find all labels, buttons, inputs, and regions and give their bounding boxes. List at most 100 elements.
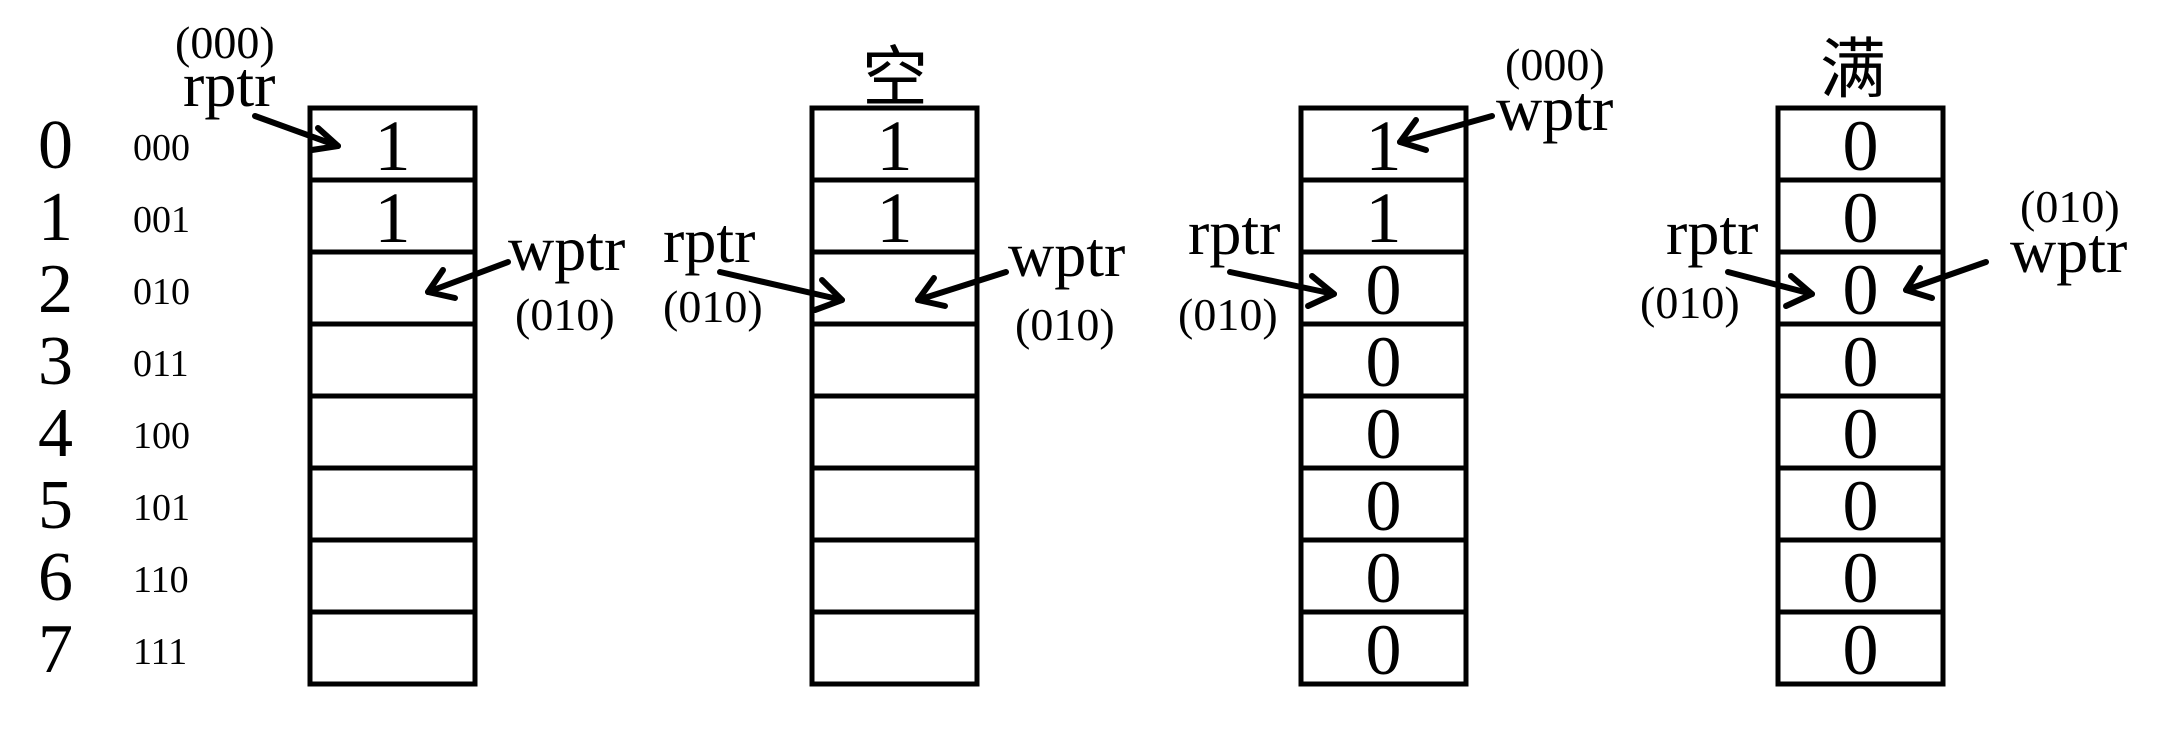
row-index: 7 [38,611,73,688]
diagram-1-pointers: (000) rptr wptr (010) [175,17,625,340]
diagram-4-pointers: 满 rptr (010) (010) wptr [1640,31,2127,328]
rptr-arrowhead [1305,273,1337,309]
memory-cell [1298,609,1469,687]
memory-cell [1775,537,1946,615]
rptr-arrowhead [309,125,341,153]
memory-cell [809,609,980,687]
rptr-arrow [252,113,341,149]
rptr-label: rptr [183,49,275,120]
binary-address: 000 [133,127,190,169]
memory-cell [307,609,478,687]
memory-cell-value: 1 [877,106,913,186]
rptr-address: (000) [175,17,275,68]
memory-cell-value: 0 [1366,538,1402,618]
binary-address: 100 [133,415,190,457]
binary-address: 011 [133,343,189,385]
memory-cell-value: 0 [1366,394,1402,474]
memory-cell [307,249,478,327]
rptr-arrowhead [812,277,845,313]
memory-cell-value: 0 [1843,178,1879,258]
rptr-address: (010) [1640,277,1740,328]
rptr-arrow [1725,269,1815,297]
binary-address: 101 [133,487,190,529]
rptr-address: (010) [663,281,763,332]
rptr-label: rptr [663,205,755,276]
rptr-arrowhead [1783,273,1815,309]
memory-cell [1298,465,1469,543]
wptr-label: wptr [2010,215,2127,286]
memory-cell-value: 1 [1366,106,1402,186]
wptr-label: wptr [508,213,625,284]
row-index: 2 [38,251,73,328]
rptr-arrow [717,269,845,303]
empty-title: 空 [862,39,928,116]
wptr-arrow [1397,113,1495,145]
memory-cell [1298,393,1469,471]
wptr-arrow [915,269,1009,303]
wptr-label: wptr [1496,73,1613,144]
memory-cell-value: 0 [1366,466,1402,546]
rptr-label: rptr [1666,197,1758,268]
wptr-address: (010) [515,289,615,340]
row-index: 5 [38,467,73,544]
memory-cell [809,465,980,543]
memory-cell [809,393,980,471]
wptr-arrowhead [915,275,948,309]
memory-cell [307,537,478,615]
memory-cell [1775,321,1946,399]
binary-address: 111 [133,631,187,673]
memory-cell-value: 0 [1366,250,1402,330]
rptr-address: (010) [1178,289,1278,340]
binary-address: 110 [133,559,189,601]
diagram-2-pointers: 空 rptr (010) wptr (010) [663,39,1125,350]
wptr-arrowhead [425,267,458,301]
memory-column-2: 11 [809,105,980,687]
memory-cell [809,321,980,399]
binary-address: 010 [133,271,190,313]
memory-cell [307,321,478,399]
row-index-column: 0 1 2 3 4 5 6 7 [38,107,73,688]
wptr-address: (010) [2020,181,2120,232]
memory-cell-value: 0 [1843,250,1879,330]
binary-address-column: 000 001 010 011 100 101 110 111 [133,127,190,673]
memory-cell-value: 0 [1843,538,1879,618]
full-title: 满 [1820,31,1886,108]
memory-cell-value: 0 [1843,322,1879,402]
binary-address: 001 [133,199,190,241]
wptr-address: (010) [1015,299,1115,350]
memory-cell-value: 0 [1366,322,1402,402]
row-index: 3 [38,323,73,400]
row-index: 6 [38,539,73,616]
wptr-address: (000) [1505,39,1605,90]
memory-cell-value: 1 [375,106,411,186]
memory-cell-value: 1 [375,178,411,258]
memory-cell-value: 0 [1843,610,1879,690]
memory-cell [1298,105,1469,183]
row-index: 0 [38,107,73,184]
rptr-arrow [1227,269,1337,297]
memory-cell [809,537,980,615]
memory-cell [1775,609,1946,687]
wptr-label: wptr [1008,219,1125,290]
wptr-arrow [1903,259,1989,293]
memory-cell-value: 1 [1366,178,1402,258]
memory-cell-value: 0 [1843,394,1879,474]
wptr-arrow [425,259,511,295]
memory-cell-value: 0 [1843,106,1879,186]
wptr-arrowhead [1397,117,1429,153]
diagram-3-pointers: (000) wptr rptr (010) [1178,39,1613,340]
row-index: 4 [38,395,73,472]
wptr-arrowhead [1903,265,1935,301]
memory-cell-value: 0 [1843,466,1879,546]
rptr-label: rptr [1188,197,1280,268]
row-index: 1 [38,179,73,256]
memory-cell-value: 0 [1366,610,1402,690]
memory-cell [307,393,478,471]
memory-cell [1775,465,1946,543]
memory-cell [809,177,980,255]
